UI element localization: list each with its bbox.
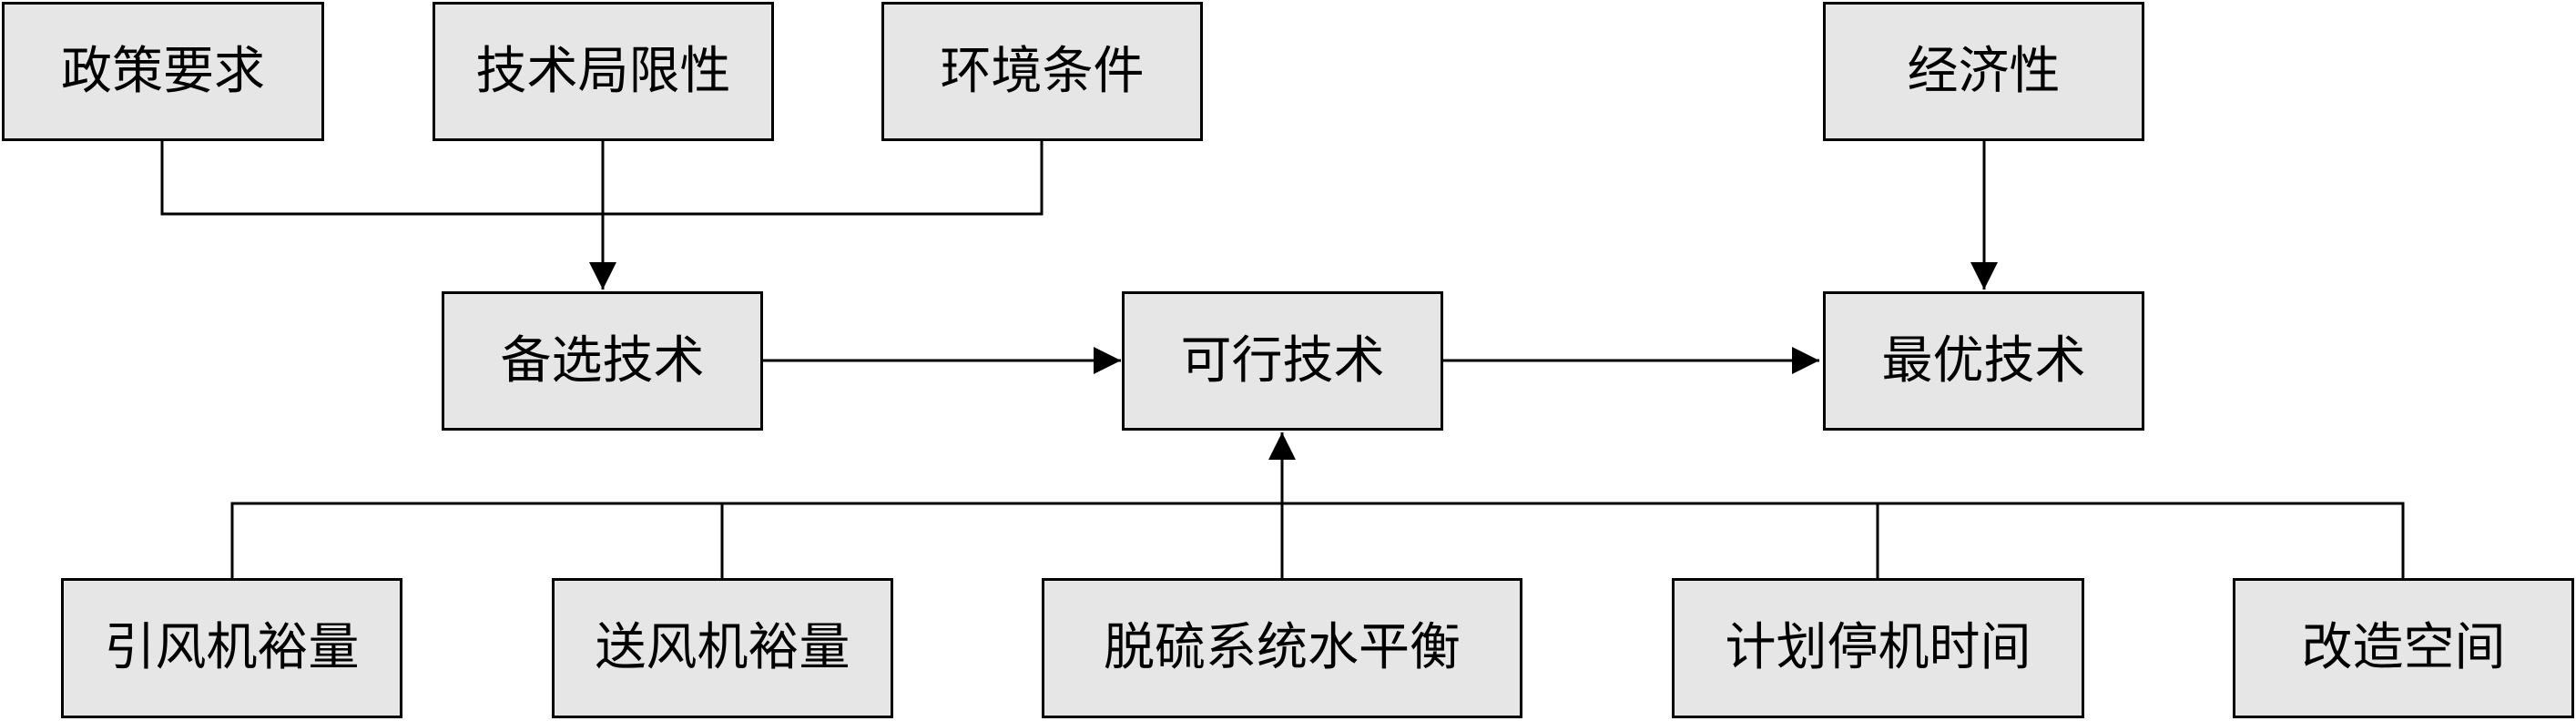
candidate-technology-box: 备选技术 xyxy=(442,291,763,431)
technical-limitation-label: 技术局限性 xyxy=(475,41,731,101)
retrofit-space-label: 改造空间 xyxy=(2301,618,2506,677)
optimal-technology-box: 最优技术 xyxy=(1823,291,2144,431)
bottom-bus-line xyxy=(230,502,2405,578)
retrofit-space-box: 改造空间 xyxy=(2233,578,2574,718)
planned-outage-time-label: 计划停机时间 xyxy=(1725,618,2031,677)
environmental-conditions-label: 环境条件 xyxy=(940,41,1145,101)
forced-fan-margin-box: 送风机裕量 xyxy=(552,578,893,718)
desulfurization-water-balance-label: 脱硫系统水平衡 xyxy=(1104,618,1461,677)
policy-requirement-label: 政策要求 xyxy=(61,41,265,101)
induced-fan-margin-box: 引风机裕量 xyxy=(61,578,402,718)
feasible-technology-label: 可行技术 xyxy=(1180,330,1385,391)
policy-requirement-box: 政策要求 xyxy=(2,2,324,141)
optimal-technology-label: 最优技术 xyxy=(1881,330,2086,391)
technical-limitation-box: 技术局限性 xyxy=(433,2,774,141)
induced-fan-margin-label: 引风机裕量 xyxy=(104,618,360,677)
candidate-technology-label: 备选技术 xyxy=(500,330,705,391)
feasible-technology-box: 可行技术 xyxy=(1122,291,1443,431)
economy-label: 经济性 xyxy=(1907,41,2061,101)
desulfurization-water-balance-box: 脱硫系统水平衡 xyxy=(1042,578,1522,718)
forced-fan-margin-label: 送风机裕量 xyxy=(595,618,850,677)
planned-outage-time-box: 计划停机时间 xyxy=(1672,578,2084,718)
economy-box: 经济性 xyxy=(1823,2,2144,141)
environmental-conditions-box: 环境条件 xyxy=(881,2,1203,141)
